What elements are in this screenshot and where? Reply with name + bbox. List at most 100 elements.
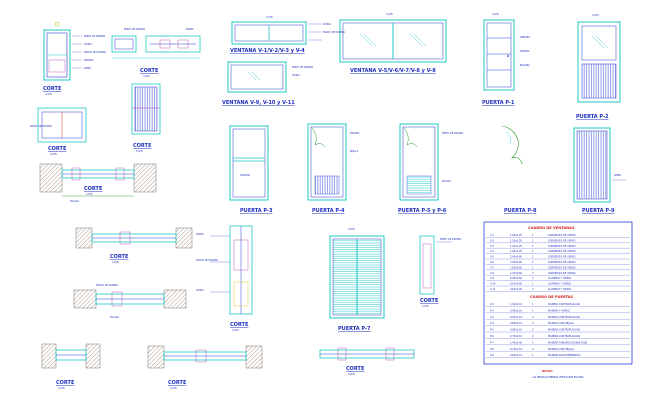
puerta-cell: 0.70x2.10	[510, 335, 523, 338]
ventana-cell: V-1	[490, 234, 494, 237]
table-puertas-title: CUADRO DE PUERTAS	[530, 295, 574, 299]
puerta-cell: 0.60x2.10	[510, 354, 523, 357]
note-madera-p4: MADERA	[350, 132, 360, 135]
note-perfil-v9: PERFIL DE MADERA	[292, 66, 314, 69]
scale-2: 1/25	[50, 152, 57, 156]
ventana-cell: V-6	[490, 261, 494, 264]
scale-p1: 1/25	[492, 12, 499, 16]
ventana-cell: 1.80x1.20	[510, 234, 523, 237]
scale-5: 1/25	[86, 192, 93, 196]
label-ventana-v9-v11: VENTANA V-9, V-10 y V-11	[222, 100, 295, 106]
elevation-ventana-v5-v8: VENTANA V-5/V-6/V-7/V-8 y V-8 1/25	[339, 12, 447, 74]
scale-6: 1/25	[112, 260, 119, 264]
puerta-cell: 2	[532, 322, 534, 325]
ventana-cell: V-10	[490, 283, 496, 286]
table-ventanas-title: CUADRO DE VENTANAS	[528, 226, 575, 230]
puerta-cell: 0.80x2.10	[510, 322, 523, 325]
elevation-puerta-p5-p6: PERFIL DE MADERA ZOCALO PUERTA P-5 y P-6	[398, 123, 464, 214]
puerta-cell: P-7	[490, 341, 494, 344]
door-knob-icon	[507, 55, 509, 57]
label-corte-1: CORTE	[43, 86, 62, 92]
ventana-cell: CORREDIZA DE VIDRIO	[548, 256, 576, 259]
scale-v1: 1/25	[266, 15, 273, 19]
detail-window-small-section: MARCO DE MADERA CORTE 1/25	[30, 107, 87, 156]
elevation-ventana-v9-v11: PERFIL DE MADERA VIDRIO VENTANA V-9, V-1…	[222, 61, 314, 106]
note-madera: MADERA	[84, 59, 94, 62]
note-perfil-2: PERFIL DE MADERA	[124, 28, 146, 31]
puerta-cell: 3	[532, 316, 534, 319]
ventana-cell: 1.20x0.60	[510, 272, 523, 275]
ventana-cell: CORREDIZA DE VIDRIO	[548, 266, 576, 269]
ventana-cell: CORREDIZA DE VIDRIO	[548, 261, 576, 264]
notes-footnote: LAS MEDIDAS DEBERAN VERIFICARSE EN OBRA	[532, 376, 584, 379]
ventana-cell: 1.00x1.20	[510, 250, 523, 253]
puerta-cell: MADERA CONTRAPLACADA	[548, 335, 581, 338]
ventana-cell: V-3	[490, 245, 494, 248]
detail-wall-section-2: CORTE 1/25	[75, 227, 193, 264]
label-corte-8: CORTE	[168, 380, 187, 386]
note-jamba-p9: JAMBA	[613, 174, 621, 177]
ventana-cell: CORREDIZA DE VIDRIO	[548, 239, 576, 242]
scale-v5: 1/25	[386, 12, 393, 16]
label-corte-6: CORTE	[110, 254, 129, 260]
elevation-ventana-v1-v4: VIDRIO MARCO DE MADERA VENTANA V-1/V-2/V…	[230, 15, 345, 54]
section-marker-icon	[54, 21, 60, 27]
puerta-cell: 1	[532, 341, 534, 344]
note-tirador-p3: TIRADOR	[240, 174, 250, 177]
ventana-cell: 1.50x1.20	[510, 239, 523, 242]
puerta-cell: 2	[532, 329, 534, 332]
detail-window-small-elevation: PERFIL DE MADERA VIDRIO MARCO DE MADERA …	[43, 21, 106, 96]
scale-11: 1/25	[348, 372, 355, 376]
ventana-cell: ALUMINIO Y VIDRIO	[548, 288, 571, 291]
puerta-cell: MADERA CONTRAPLACADA	[548, 303, 581, 306]
label-puerta-p8: PUERTA P-8	[504, 208, 537, 214]
note-perfil: PERFIL DE MADERA	[84, 35, 106, 38]
puerta-cell: MADERA CON REJILLA	[548, 348, 574, 351]
ventana-cell: 1.20x1.20	[510, 245, 523, 248]
puerta-cell: 2	[532, 348, 534, 351]
ventana-cell: 2	[532, 245, 534, 248]
ventana-cell: 2.00x0.60	[510, 261, 523, 264]
label-corte-3: CORTE	[140, 68, 159, 74]
detail-wall-section-1: CORTE 1/25 ZOCALO	[39, 163, 157, 203]
note-perfil-p5: PERFIL DE MADERA	[442, 132, 464, 135]
note-marco: MARCO DE MADERA	[84, 51, 106, 54]
detail-vertical-section: DINTEL MARCO DE MADERA VIDRIO CORTE 1/25	[196, 225, 253, 332]
elevation-puerta-p2: PUERTA P-2 1/25	[576, 13, 621, 120]
ventana-cell: CORREDIZA DE VIDRIO	[548, 234, 576, 237]
scale-9: 1/25	[232, 328, 239, 332]
note-marco-s3: MARCO DE MADERA	[96, 284, 118, 287]
ventana-cell: 0.80x0.60	[510, 277, 523, 280]
scale-7: 1/25	[58, 386, 65, 390]
note-vidrio-v9: VIDRIO	[292, 74, 300, 77]
ventana-cell: 0.60x0.40	[510, 288, 523, 291]
scale-3: 1/25	[143, 74, 150, 78]
elevation-puerta-p7: PUERTA P-7 1/25	[329, 227, 385, 332]
puerta-cell: 0.90x2.10	[510, 309, 523, 312]
scale-8: 1/25	[170, 386, 177, 390]
label-puerta-p2: PUERTA P-2	[576, 114, 609, 120]
detail-wall-section-5: CORTE 1/25	[147, 345, 263, 390]
ventana-cell: 1.80x0.60	[510, 266, 523, 269]
detail-window-horizontal-sections: PERFIL DE MADERA DINTEL CORTE 1/25	[111, 28, 201, 78]
ventana-cell: 0.60x0.60	[510, 283, 523, 286]
label-corte-7: CORTE	[56, 380, 75, 386]
ventana-cell: ALUMINIO Y VIDRIO	[548, 283, 571, 286]
note-tablero-p1: TABLERO	[520, 36, 530, 39]
ventana-cell: 2	[532, 277, 534, 280]
label-puerta-p1: PUERTA P-1	[482, 100, 515, 106]
ventana-cell: V-11	[490, 288, 496, 291]
ventana-cell: CORREDIZA DE VIDRIO	[548, 272, 576, 275]
label-corte-5: CORTE	[84, 186, 103, 192]
puerta-cell: MADERA Y VIDRIO	[548, 309, 570, 312]
note-vidrio: VIDRIO	[84, 43, 92, 46]
ventana-cell: V-9	[490, 277, 494, 280]
ventana-cell: 2	[532, 261, 534, 264]
notes-heading: NOTAS:	[542, 369, 553, 373]
note-marco-vs: MARCO DE MADERA	[196, 259, 218, 262]
label-corte-9: CORTE	[230, 322, 249, 328]
ventana-cell: V-5	[490, 256, 494, 259]
